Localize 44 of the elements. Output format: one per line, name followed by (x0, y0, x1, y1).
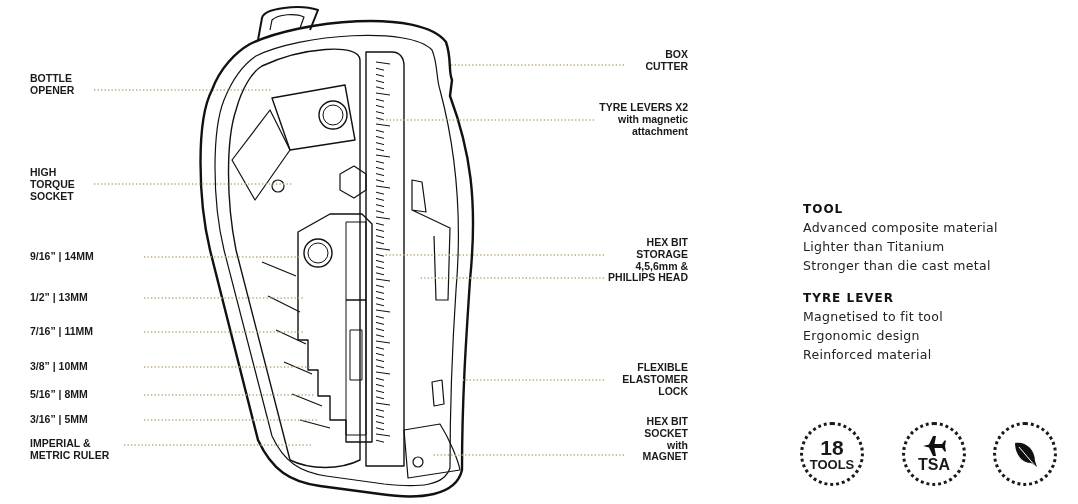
leader-line (377, 119, 595, 121)
leader-line (143, 366, 313, 368)
leader-line (143, 394, 316, 396)
spec-line: Lighter than Titanium (803, 238, 946, 256)
callout-label: HEX BIT SOCKET with MAGNET (641, 416, 688, 463)
callout-label: with magnetic attachment (617, 113, 688, 138)
callout-label: HIGH TORQUE SOCKET (30, 167, 76, 203)
callout-label: 3/16” | 5MM (30, 414, 88, 426)
callout-label: HEX BIT STORAGE 4,5,6mm & PHILLIPS HEAD (608, 237, 688, 284)
leader-line (123, 444, 313, 446)
callout-label: BOTTLE OPENER (30, 73, 76, 97)
spec-line: Magnetised to fit tool (803, 308, 945, 326)
leader-line (143, 419, 319, 421)
leader-line (461, 379, 605, 381)
leader-line (93, 183, 293, 185)
badge-circle (993, 422, 1057, 486)
badge-circle (902, 422, 966, 486)
spec-heading: TOOL (803, 202, 845, 216)
badge-label: TOOLS (809, 458, 855, 471)
leader-line (431, 454, 625, 456)
spec-heading: TYRE LEVER (803, 291, 896, 305)
leader-line (384, 254, 605, 256)
badge-circle (800, 422, 864, 486)
callout-label: 7/16” | 11MM (30, 326, 94, 338)
callout-label: IMPERIAL & METRIC RULER (30, 438, 111, 462)
leader-line (449, 64, 625, 66)
spec-line: Reinforced material (803, 346, 933, 364)
callout-label: TYRE LEVERS X2 (599, 102, 688, 114)
callout-label: FLEXIBLE ELASTOMER LOCK (621, 362, 688, 398)
leader-line (419, 277, 605, 279)
callout-label: 3/8” | 10MM (30, 361, 88, 373)
spec-line: Ergonomic design (803, 327, 921, 345)
leader-line (93, 89, 273, 91)
badge-label: TSA (918, 457, 950, 473)
leader-line (143, 256, 301, 258)
callout-label: BOX CUTTER (644, 49, 688, 73)
leader-line (143, 331, 306, 333)
spec-line: Advanced composite material (803, 219, 998, 237)
callout-label: 1/2” | 13MM (30, 292, 88, 304)
leader-line (143, 297, 306, 299)
badge-number: 18 (820, 437, 844, 458)
spec-line: Stronger than die cast metal (803, 257, 992, 275)
callout-label: 5/16” | 8MM (30, 389, 88, 401)
callout-label: 9/16” | 14MM (30, 251, 94, 263)
